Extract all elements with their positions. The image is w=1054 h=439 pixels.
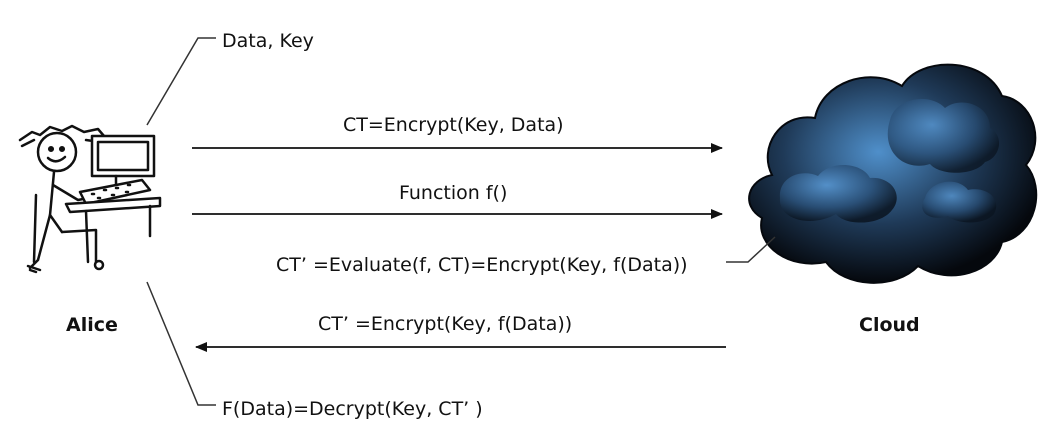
evaluate-leader <box>726 236 776 263</box>
encrypt-label: CT=Encrypt(Key, Data) <box>343 114 564 136</box>
decrypt-leader <box>146 281 216 406</box>
data-key-leader <box>146 37 216 126</box>
person-at-computer-icon <box>18 124 162 274</box>
client-name: Alice <box>66 314 118 336</box>
server-name: Cloud <box>859 314 920 336</box>
decrypt-label: F(Data)=Decrypt(Key, CT’ ) <box>222 398 483 420</box>
data-key-label: Data, Key <box>222 30 314 52</box>
result-label: CT’ =Encrypt(Key, f(Data)) <box>318 313 573 335</box>
function-label: Function f() <box>399 182 508 204</box>
evaluate-label: CT’ =Evaluate(f, CT)=Encrypt(Key, f(Data… <box>276 254 688 276</box>
cloud-icon <box>748 63 1038 284</box>
